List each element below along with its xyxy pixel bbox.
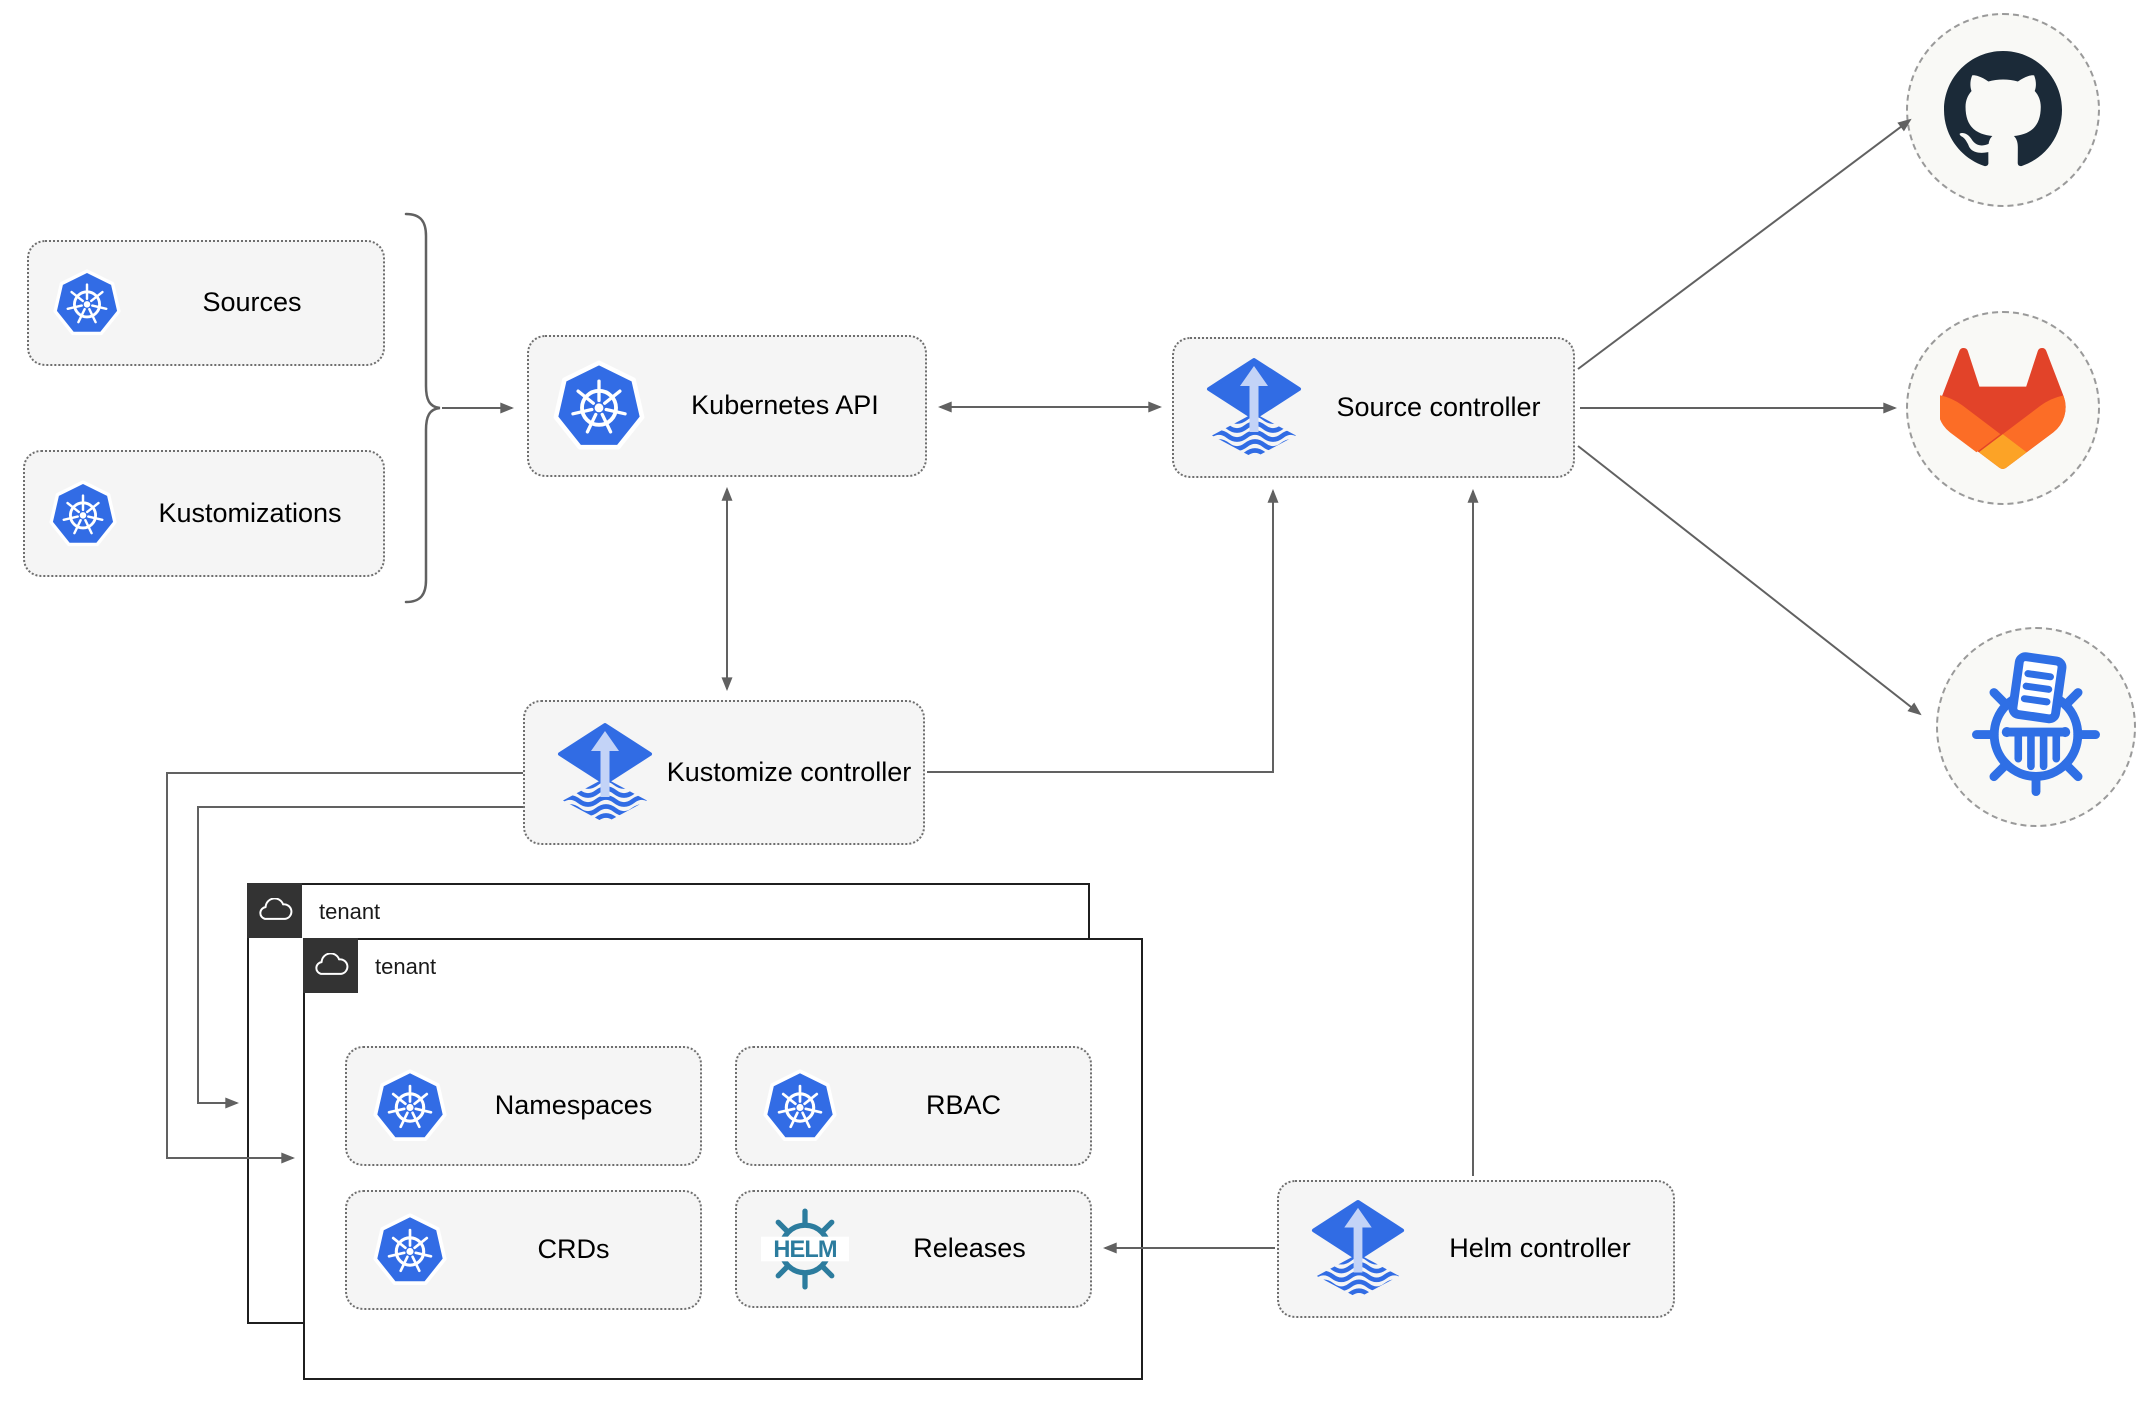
kubernetes-icon	[53, 269, 121, 337]
tenant-label: tenant	[375, 954, 437, 979]
node-source-controller: Source controller	[1172, 337, 1575, 478]
node-label: Source controller	[1336, 391, 1541, 422]
kustomize-icon	[1960, 651, 2112, 803]
node-kustomizations: Kustomizations	[23, 450, 385, 577]
provider-kustomize-repo	[1936, 627, 2136, 827]
kubernetes-icon	[553, 360, 645, 452]
node-label: Namespaces	[494, 1090, 653, 1121]
node-label: Kustomizations	[158, 497, 342, 528]
node-label: Kustomize controller	[666, 756, 912, 787]
edge-kustomize-controller-source-controller	[927, 488, 1279, 773]
node-sources: Sources	[27, 240, 385, 366]
kubernetes-icon	[49, 480, 117, 548]
node-label: Sources	[202, 287, 302, 318]
gitlab-icon	[1940, 348, 2066, 469]
github-icon	[1944, 51, 2062, 169]
kubernetes-icon	[763, 1069, 837, 1143]
kubernetes-icon	[373, 1069, 447, 1143]
kubernetes-icon	[373, 1213, 447, 1287]
node-label: Helm controller	[1449, 1233, 1631, 1264]
flux-icon	[1309, 1198, 1407, 1300]
node-releases: HELM Releases	[735, 1190, 1092, 1308]
cloud-icon	[313, 953, 349, 979]
node-label: CRDs	[537, 1234, 610, 1265]
node-label: RBAC	[925, 1090, 1001, 1121]
cloud-icon	[257, 898, 293, 924]
tenant-badge	[247, 883, 302, 938]
node-kubernetes-api: Kubernetes API	[527, 335, 927, 477]
node-crds: CRDs	[345, 1190, 702, 1310]
edge-source-controller-github	[1577, 118, 1912, 370]
grouping-brace	[404, 212, 441, 604]
node-kustomize-controller: Kustomize controller	[523, 700, 925, 845]
node-label: Releases	[913, 1233, 1026, 1264]
tenant-badge	[303, 938, 358, 993]
helm-icon: HELM	[761, 1205, 849, 1293]
provider-gitlab	[1906, 311, 2100, 505]
node-helm-controller: Helm controller	[1277, 1180, 1675, 1318]
flux-icon	[1204, 356, 1304, 460]
flux-icon	[555, 721, 655, 825]
tenant-label: tenant	[319, 899, 381, 924]
helm-wordmark: HELM	[773, 1236, 836, 1263]
provider-github	[1906, 13, 2100, 207]
node-rbac: RBAC	[735, 1046, 1092, 1166]
edge-source-controller-kustomize-repo	[1577, 445, 1922, 716]
node-namespaces: Namespaces	[345, 1046, 702, 1166]
node-label: Kubernetes API	[691, 390, 879, 421]
